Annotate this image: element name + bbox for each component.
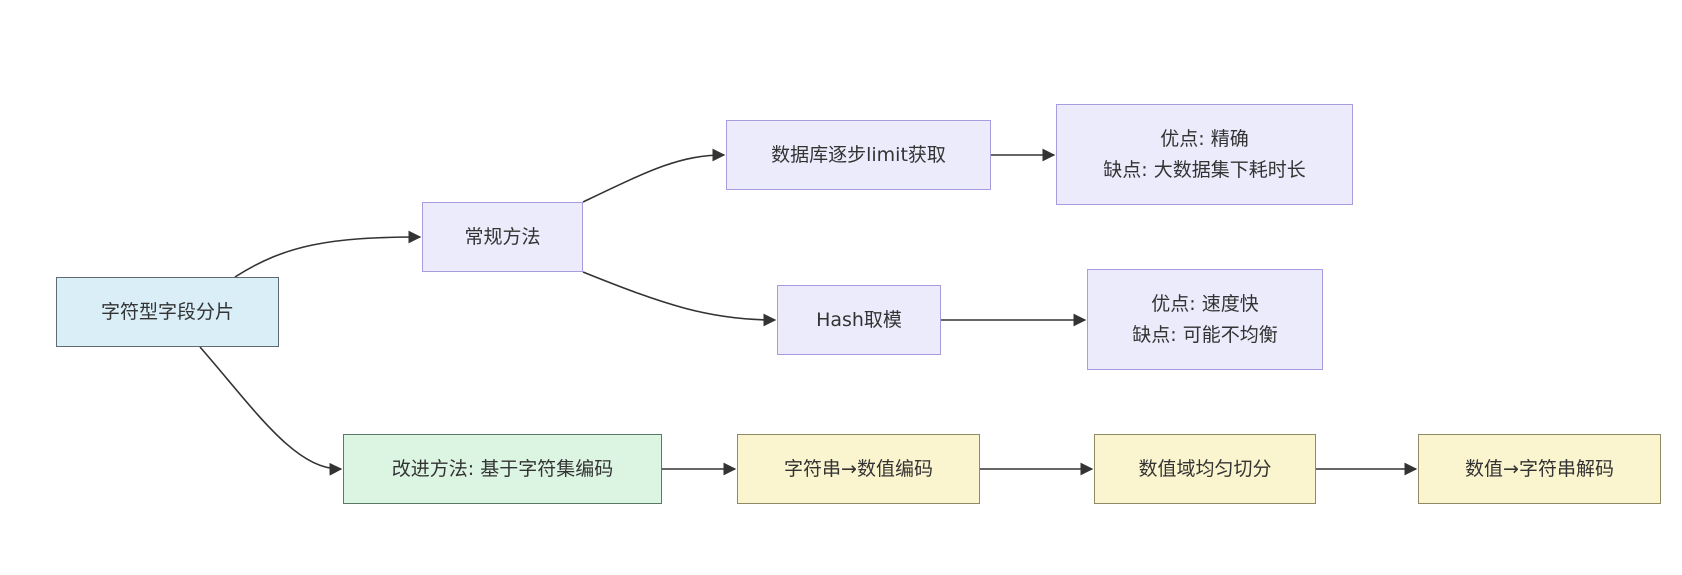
node-conventional-method: 常规方法 xyxy=(422,202,583,272)
node-limit-pros-cons: 优点: 精确 缺点: 大数据集下耗时长 xyxy=(1056,104,1353,205)
node-db-limit-fetch: 数据库逐步limit获取 xyxy=(726,120,991,190)
node-label: Hash取模 xyxy=(816,308,902,331)
node-string-to-number-encode: 字符串→数值编码 xyxy=(737,434,980,504)
node-label: 改进方法: 基于字符集编码 xyxy=(391,457,614,480)
edge-root-to-normal xyxy=(234,230,422,278)
node-uniform-split: 数值域均匀切分 xyxy=(1094,434,1316,504)
node-label: 数值域均匀切分 xyxy=(1138,457,1272,480)
pros-text: 优点: 速度快 xyxy=(1151,292,1259,315)
node-label: 数据库逐步limit获取 xyxy=(771,143,946,166)
cons-text: 缺点: 可能不均衡 xyxy=(1132,323,1278,346)
node-string-field-sharding: 字符型字段分片 xyxy=(56,277,279,347)
node-label: 数值→字符串解码 xyxy=(1465,457,1614,480)
cons-text: 缺点: 大数据集下耗时长 xyxy=(1103,158,1306,181)
node-label: 字符串→数值编码 xyxy=(784,457,933,480)
node-hash-mod: Hash取模 xyxy=(777,285,941,355)
edge-normal-to-limit xyxy=(582,148,726,203)
node-improved-method: 改进方法: 基于字符集编码 xyxy=(343,434,662,504)
edge-root-to-improved xyxy=(199,346,343,476)
node-hash-pros-cons: 优点: 速度快 缺点: 可能不均衡 xyxy=(1087,269,1323,370)
node-number-to-string-decode: 数值→字符串解码 xyxy=(1418,434,1661,504)
pros-text: 优点: 精确 xyxy=(1160,127,1249,150)
edge-normal-to-hash xyxy=(582,271,777,327)
node-label: 常规方法 xyxy=(464,225,541,248)
node-label: 字符型字段分片 xyxy=(100,300,234,323)
